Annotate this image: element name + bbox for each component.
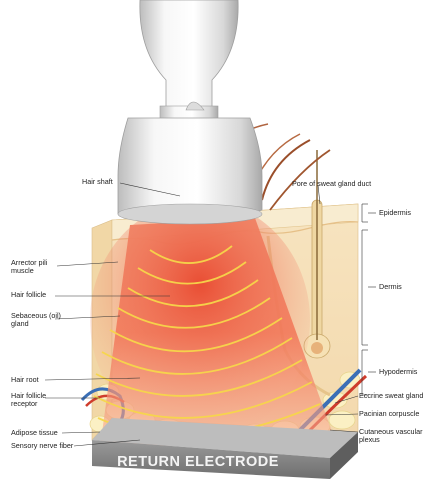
label-eccrine-sweat-gland: Eccrine sweat gland [359,392,423,400]
label-arrector-pili: Arrector pili muscle [11,259,47,276]
return-electrode-label: RETURN ELECTRODE [98,454,298,470]
label-hypodermis: Hypodermis [379,368,417,376]
label-hair-shaft: Hair shaft [82,178,113,186]
label-dermis: Dermis [379,283,402,291]
label-sensory-nerve-fiber: Sensory nerve fiber [11,442,73,450]
label-pore-sweat-duct: Pore of sweat gland duct [292,180,371,188]
label-hair-root: Hair root [11,376,39,384]
rf-handpiece [118,0,262,224]
label-cutaneous-plexus: Cutaneous vascular plexus [359,428,423,445]
label-hair-follicle: Hair follicle [11,291,46,299]
label-hair-follicle-receptor: Hair follicle receptor [11,392,46,409]
label-sebaceous-gland: Sebaceous (oil) gland [11,312,61,329]
label-pacinian-corpuscle: Pacinian corpuscle [359,410,419,418]
label-epidermis: Epidermis [379,209,411,217]
label-adipose-tissue: Adipose tissue [11,429,58,437]
